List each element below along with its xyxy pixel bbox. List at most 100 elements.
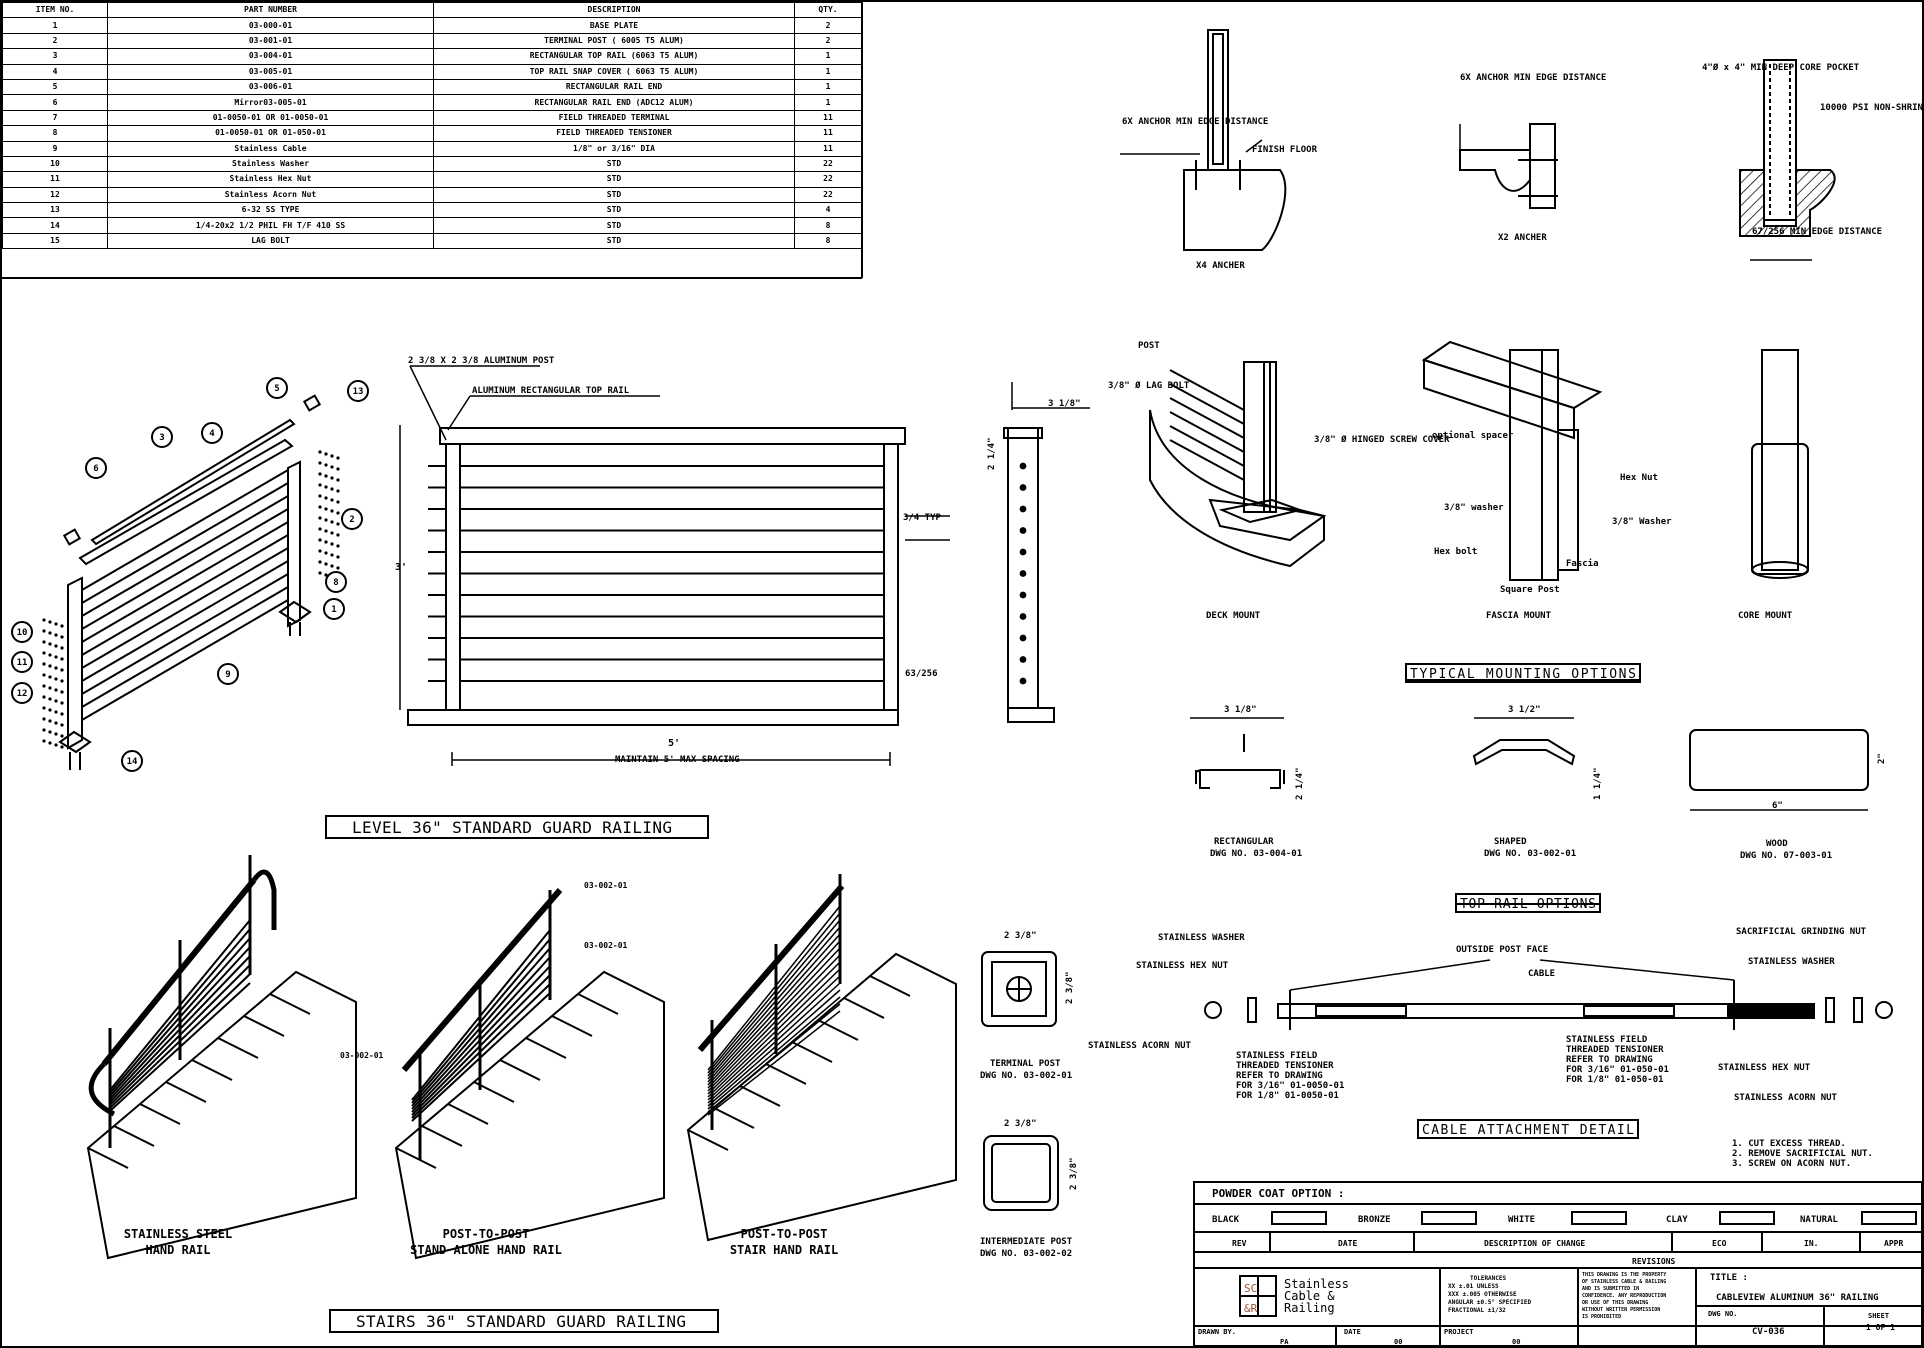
- x4-edge-label: 6X ANCHOR MIN EDGE DISTANCE: [1122, 117, 1268, 127]
- hardware-part: [42, 706, 46, 710]
- stair-cable: [707, 1010, 841, 1116]
- mounting-labels: POST 3/8" Ø LAG BOLT 3/8" Ø HINGED SCREW…: [1108, 341, 1793, 621]
- hardware-part: [48, 730, 52, 734]
- stair-step: [739, 1085, 781, 1107]
- project-value: 00: [1512, 1338, 1520, 1346]
- rail-end-left: [62, 528, 82, 546]
- stair-cable: [707, 947, 841, 1089]
- bom-col-desc: DESCRIPTION: [433, 1, 795, 19]
- rev-h-rev: REV: [1232, 1239, 1247, 1248]
- hardware-part: [42, 684, 46, 688]
- hardware-part: [48, 631, 52, 635]
- hardware-part: [324, 518, 328, 522]
- core-pocket-label: 4"Ø x 4" MIN DEEP CORE POCKET: [1702, 62, 1860, 73]
- level-elevation: [399, 365, 950, 766]
- project-label: PROJECT: [1444, 1328, 1474, 1336]
- hardware-part: [42, 651, 46, 655]
- stair-cable: [707, 940, 841, 1086]
- deck-cable: [1169, 439, 1245, 481]
- stair-cable: [707, 968, 841, 1098]
- anchor-labels: X4 ANCHER X2 ANCHER 6X ANCHOR MIN EDGE D…: [1122, 62, 1924, 271]
- hardware-part: [336, 522, 340, 526]
- hardware-part: [48, 686, 52, 690]
- stairs-drawings: [86, 855, 957, 1260]
- stair-cable: [707, 982, 841, 1104]
- elevation-cables: [428, 465, 884, 682]
- hardware-part: [48, 653, 52, 657]
- level-title-box: [325, 815, 709, 839]
- hardware-part: [54, 677, 58, 681]
- hardware-part: [54, 666, 58, 670]
- stair-step: [447, 1103, 489, 1125]
- stair-step: [499, 1059, 541, 1081]
- dwg-value: CV-036: [1752, 1327, 1785, 1337]
- hardware-part: [318, 472, 322, 476]
- fr-3: FOR 3/16" 01-050-01: [1566, 1065, 1669, 1075]
- balloon-number: 13: [353, 387, 364, 397]
- tol-0: TOLERANCES: [1470, 1275, 1507, 1282]
- fascia-beam: [1421, 340, 1603, 410]
- exploded-cable: [81, 482, 289, 604]
- base-plate-left: [58, 730, 92, 754]
- bom-description: TOP RAIL SNAP COVER ( 6063 T5 ALUM): [433, 63, 795, 80]
- wood-height-dim: 2": [1877, 753, 1887, 764]
- hardware-part: [336, 478, 340, 482]
- rev-h-date: DATE: [1338, 1239, 1357, 1248]
- post-hole: [1019, 591, 1027, 599]
- hardware-part: [318, 494, 322, 498]
- hardware-part: [324, 529, 328, 533]
- hardware-part: [48, 741, 52, 745]
- stairs-labels: STAINLESS STEEL HAND RAIL POST-TO-POST S…: [124, 1227, 838, 1257]
- hardware-part: [324, 485, 328, 489]
- tol-1: XX ±.01 UNLESS: [1448, 1283, 1499, 1290]
- stair1-label-b: HAND RAIL: [145, 1243, 210, 1257]
- side-post-top-dim: 3 1/8": [1048, 399, 1081, 409]
- stair-cable: [707, 933, 841, 1083]
- bom-col-qty: QTY.: [794, 1, 862, 19]
- rect-label: RECTANGULAR: [1214, 837, 1274, 847]
- x2-label: X2 ANCHER: [1498, 233, 1547, 243]
- fl-0: STAINLESS FIELD: [1236, 1051, 1318, 1061]
- exploded-cable: [81, 547, 289, 669]
- stair2-label-b: STAND ALONE HAND RAIL: [410, 1243, 562, 1257]
- exploded-hardware: [42, 450, 340, 749]
- balloon: 3: [151, 426, 173, 448]
- hardware-part: [324, 551, 328, 555]
- bom-description: RECTANGULAR RAIL END: [433, 78, 795, 96]
- stair-3: [686, 874, 957, 1242]
- core-mount-post: [1761, 349, 1799, 571]
- terminal-label: TERMINAL POST: [990, 1059, 1061, 1069]
- deck-mount-label: DECK MOUNT: [1206, 611, 1261, 621]
- hardware-part: [336, 555, 340, 559]
- hardware-part: [60, 723, 64, 727]
- hardware-part: [330, 465, 334, 469]
- hardware-part: [336, 511, 340, 515]
- balloon-number: 9: [225, 670, 230, 680]
- post-labels: 2 3/8" 2 3/8" TERMINAL POST DWG NO. 03-0…: [980, 931, 1079, 1259]
- hinged-cover-label: 3/8" Ø HINGED SCREW COVER: [1314, 434, 1450, 445]
- bom-col-item: ITEM NO.: [2, 1, 108, 19]
- fr-1: THREADED TENSIONER: [1566, 1045, 1664, 1055]
- balloon: 2: [341, 508, 363, 530]
- span-dim: 5': [668, 738, 680, 749]
- cl-washer: STAINLESS WASHER: [1158, 933, 1245, 943]
- hardware-part: [48, 719, 52, 723]
- balloon-number: 2: [349, 515, 354, 525]
- hardware-part: [330, 531, 334, 535]
- balloon: 6: [85, 457, 107, 479]
- stair-step: [687, 1129, 729, 1151]
- hardware-part: [330, 487, 334, 491]
- cable-attachment: [1204, 959, 1893, 1030]
- hardware-part: [330, 509, 334, 513]
- hardware-part: [330, 553, 334, 557]
- hardware-part: [318, 505, 322, 509]
- note-2: 2. REMOVE SACRIFICIAL NUT.: [1732, 1149, 1873, 1159]
- date-value: 00: [1394, 1338, 1402, 1346]
- spacer-label: optional spacer: [1432, 430, 1514, 441]
- company-2: Cable &: [1284, 1289, 1335, 1303]
- prop-2: AND IS SUBMITTED IN: [1582, 1286, 1639, 1292]
- hardware-part: [324, 452, 328, 456]
